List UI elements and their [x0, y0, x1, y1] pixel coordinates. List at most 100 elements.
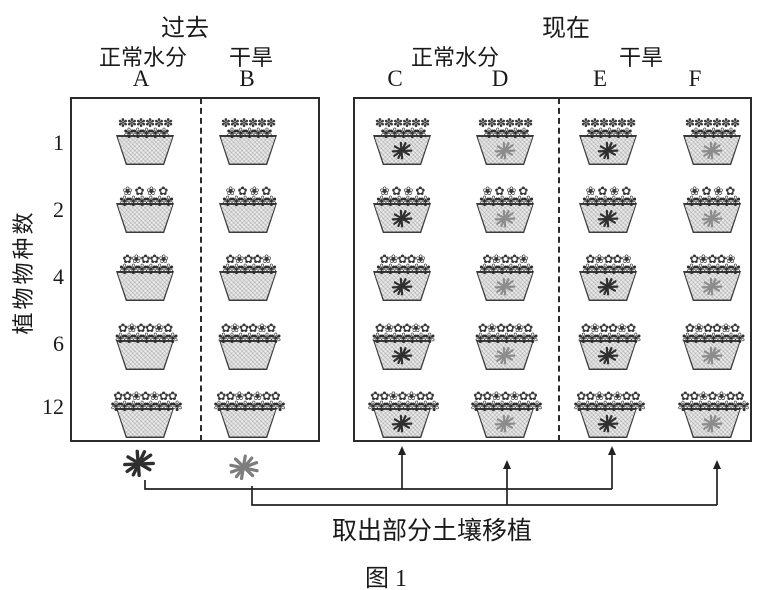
flower-pot — [683, 340, 741, 370]
plant-cluster: ✿✿❀✿❀✿✿ — [576, 389, 640, 403]
pot-B-species-1: ✽✽✽✽✽✽✾✾✾✾✾ — [202, 99, 294, 165]
pot-texture — [220, 341, 276, 369]
plants: ❀ ✿ ❀ ✿✾✾✾✾✾✾ — [686, 185, 741, 209]
pot-E-species-4: ✿❀✿✿❀✾✾✾✾✾✾ — [562, 235, 654, 301]
soil-mark-icon — [494, 209, 516, 228]
plant-cluster: ✽✽✽✽✽✽ — [684, 116, 740, 130]
plant-cluster: ✿❀✿✿❀✿ — [580, 321, 636, 335]
flower-pot — [373, 408, 431, 438]
plant-cluster: ✾✾✾✾✾ — [226, 126, 273, 142]
pot-A-species-1: ✽✽✽✽✽✽✾✾✾✾✾ — [99, 99, 191, 165]
plant-cluster: ✽✽✽✽✽✽ — [220, 116, 276, 130]
plant-cluster: ❀ ✿ ❀ ✿ — [379, 184, 426, 198]
pot-E-species-12: ✿✿❀✿❀✿✿✾✾✾✾✾✾✾✾ — [562, 372, 654, 438]
plants: ✽✽✽✽✽✽✾✾✾✾✾ — [220, 116, 276, 142]
soil-mark-icon — [391, 209, 413, 228]
plants: ✿❀✿✿❀✿✾✾✾✾✾✾✾ — [217, 322, 281, 346]
soil-mark-icon — [494, 277, 516, 296]
flower-pot — [683, 271, 741, 301]
plant-cluster: ✽✽✽✽✽✽ — [374, 116, 430, 130]
flower-pot — [116, 408, 174, 438]
flower-pot — [476, 408, 534, 438]
pot-E-species-1: ✽✽✽✽✽✽✾✾✾✾✾ — [562, 99, 654, 165]
plants: ❀ ✿ ❀ ✿✾✾✾✾✾✾ — [375, 184, 431, 210]
soil-mark-icon — [494, 141, 516, 160]
plant-cluster: ✿✿❀✿❀✿✿ — [370, 389, 434, 403]
flower-pot — [116, 340, 174, 370]
pot-texture — [117, 272, 173, 300]
plant-cluster: ✾✾✾✾✾ — [690, 126, 737, 142]
pot-F-species-1: ✽✽✽✽✽✽✾✾✾✾✾ — [666, 99, 758, 165]
plant-cluster: ✾✾✾✾✾✾ — [375, 194, 431, 210]
plants: ✽✽✽✽✽✽✾✾✾✾✾ — [684, 116, 740, 142]
pot-texture — [117, 409, 173, 437]
soil-mark-icon — [391, 346, 413, 365]
plants: ✿❀✿✿❀✾✾✾✾✾✾ — [119, 253, 174, 277]
plant-cluster: ✾✾✾✾✾✾✾ — [577, 331, 641, 347]
column-label-d: D — [491, 66, 509, 91]
pot-B-species-6: ✿❀✿✿❀✿✾✾✾✾✾✾✾ — [202, 304, 294, 370]
pot-texture — [220, 272, 276, 300]
plant-cluster: ✾✾✾✾✾✾✾✾ — [677, 399, 750, 415]
pot-F-species-6: ✿❀✿✿❀✿✾✾✾✾✾✾✾ — [666, 304, 758, 370]
y-axis-tick: 6 — [53, 331, 64, 356]
flower-pot — [579, 340, 637, 370]
soil-mark-icon — [391, 277, 413, 296]
plant-cluster: ✿❀✿✿❀✿ — [117, 321, 173, 335]
plant-cluster: ✿❀✿✿❀✿ — [684, 321, 740, 335]
plants: ✿❀✿✿❀✾✾✾✾✾✾ — [478, 252, 534, 278]
pot-D-species-1: ✽✽✽✽✽✽✾✾✾✾✾ — [459, 99, 551, 165]
soil-mark-icon — [597, 141, 619, 160]
pot-D-species-12: ✿✿❀✿❀✿✿✾✾✾✾✾✾✾✾ — [459, 372, 551, 438]
plant-cluster: ✾✾✾✾✾✾ — [581, 194, 637, 210]
plant-cluster: ✿❀✿✿❀ — [689, 252, 735, 266]
soil-mark-icon — [597, 209, 619, 228]
pot-C-species-12: ✿✿❀✿❀✿✿✾✾✾✾✾✾✾✾ — [356, 372, 448, 438]
plant-cluster: ✾✾✾✾✾✾✾✾ — [213, 399, 286, 415]
condition-divider — [200, 98, 202, 441]
column-label-b: B — [239, 66, 255, 91]
plant-cluster: ❀ ✿ ❀ ✿ — [225, 184, 272, 198]
flower-pot — [219, 340, 277, 370]
flower-pot — [476, 340, 534, 370]
plants: ❀ ✿ ❀ ✿✾✾✾✾✾✾ — [581, 185, 637, 210]
soil-sample-a-icon — [120, 447, 158, 486]
plant-cluster: ✽✽✽✽✽✽ — [580, 116, 636, 130]
plant-cluster: ✿❀✿✿❀ — [585, 252, 631, 266]
column-label-a: A — [132, 66, 150, 91]
plants: ✿❀✿✿❀✿✾✾✾✾✾✾✾ — [681, 321, 745, 346]
flower-pot — [219, 135, 277, 165]
plant-cluster: ✿❀✿✿❀ — [482, 252, 528, 266]
flower-pot — [579, 203, 637, 233]
plant-cluster: ✾✾✾✾✾✾✾✾ — [573, 399, 646, 415]
plant-cluster: ✾✾✾✾✾✾ — [478, 262, 534, 278]
plant-cluster: ✿❀✿✿❀ — [225, 252, 271, 266]
past-experiment-box: ✽✽✽✽✽✽✾✾✾✾✾✽✽✽✽✽✽✾✾✾✾✾❀ ✿ ❀ ✿✾✾✾✾✾✾❀ ✿ ❀… — [70, 97, 320, 442]
y-axis-tick: 4 — [53, 264, 64, 289]
soil-mark-icon — [494, 414, 516, 433]
pot-D-species-6: ✿❀✿✿❀✿✾✾✾✾✾✾✾ — [459, 304, 551, 370]
past-normal-label: 正常水分 — [98, 45, 188, 70]
plant-cluster: ❀ ✿ ❀ ✿ — [122, 184, 169, 198]
present-normal-label: 正常水分 — [410, 45, 500, 70]
plant-cluster: ✾✾✾✾✾✾ — [581, 262, 637, 278]
soil-mark-icon — [701, 141, 723, 160]
pot-A-species-12: ✿✿❀✿❀✿✿✾✾✾✾✾✾✾✾ — [99, 372, 191, 438]
soil-mark-icon — [701, 414, 723, 433]
plants: ✿❀✿✿❀✿✾✾✾✾✾✾✾ — [577, 321, 641, 347]
plant-cluster: ✾✾✾✾✾ — [123, 126, 170, 142]
flower-pot — [373, 271, 431, 301]
present-title: 现在 — [542, 16, 590, 42]
plant-cluster: ✿✿❀✿❀✿✿ — [680, 389, 744, 403]
condition-divider — [558, 98, 560, 441]
plants: ✿✿❀✿❀✿✿✾✾✾✾✾✾✾✾ — [367, 389, 440, 414]
plant-cluster: ✾✾✾✾✾✾✾✾ — [110, 399, 183, 415]
plant-cluster: ✽✽✽✽✽✽ — [477, 116, 533, 130]
column-label-e: E — [592, 66, 608, 91]
flower-pot — [373, 135, 431, 165]
plant-cluster: ✾✾✾✾✾✾✾ — [371, 331, 435, 347]
plant-cluster: ✾✾✾✾✾ — [586, 126, 633, 142]
plant-cluster: ✾✾✾✾✾ — [380, 126, 427, 142]
column-label-f: F — [688, 66, 702, 91]
